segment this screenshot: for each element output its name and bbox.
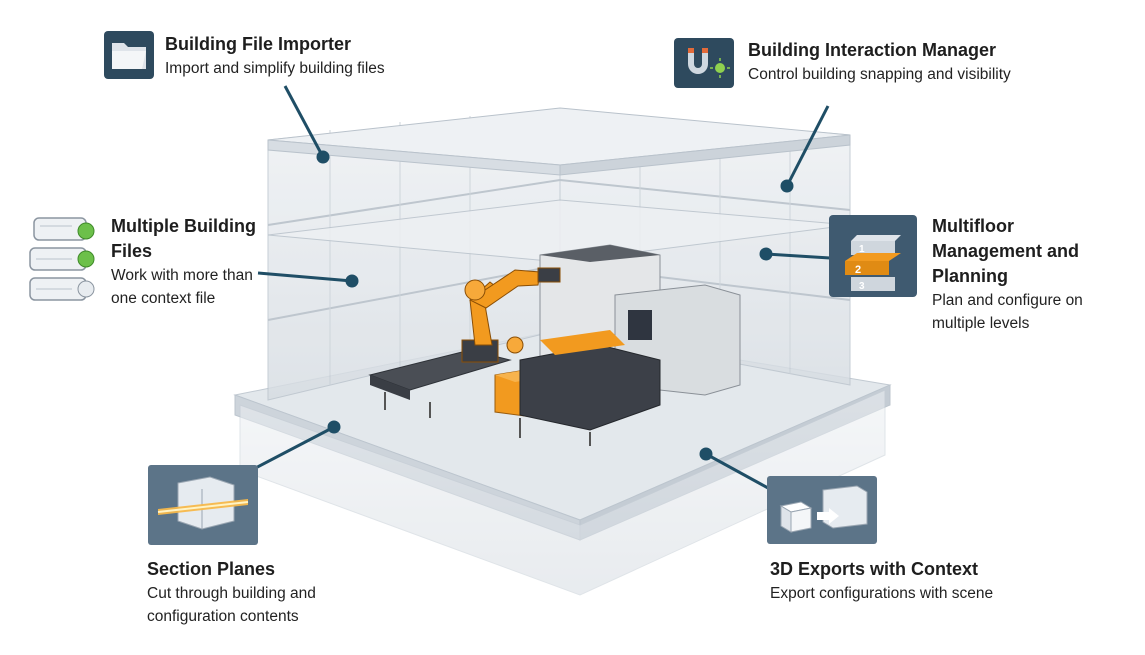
feature-description: Work with more than one context file <box>111 267 253 307</box>
export-3d-icon <box>767 476 877 544</box>
section-plane-icon <box>148 465 258 545</box>
feature-title: Building File Importer <box>165 34 352 54</box>
feature-building-file-importer: Building File Importer Import and simpli… <box>165 32 385 80</box>
feature-3d-exports: 3D Exports with Context Export configura… <box>770 557 1070 605</box>
feature-multiple-building-files: Multiple Building Files Work with more t… <box>111 214 261 310</box>
roof-slab <box>267 107 851 176</box>
feature-title: 3D Exports with Context <box>770 559 979 579</box>
feature-description: Control building snapping and visibility <box>748 66 1011 83</box>
feature-description: Export configurations with scene <box>770 585 994 602</box>
production-machinery <box>368 244 741 446</box>
feature-description: Plan and configure on multiple levels <box>932 292 1083 332</box>
floor-levels-icon: 1 2 3 <box>829 215 917 297</box>
floor-number: 1 <box>859 244 865 255</box>
folder-icon <box>104 31 154 79</box>
feature-description: Cut through building and configuration c… <box>147 585 316 625</box>
feature-description: Import and simplify building files <box>165 60 385 77</box>
floor-number: 3 <box>859 281 865 292</box>
feature-title: Section Planes <box>147 559 276 579</box>
feature-building-interaction-manager: Building Interaction Manager Control bui… <box>748 38 1011 86</box>
feature-title: Multiple Building Files <box>111 216 256 261</box>
magnet-icon <box>674 38 734 88</box>
feature-multifloor-management: Multifloor Management and Planning Plan … <box>932 214 1122 335</box>
feature-section-planes: Section Planes Cut through building and … <box>147 557 377 628</box>
stacked-files-icon <box>28 214 98 306</box>
floor-number: 2 <box>855 264 861 276</box>
feature-title: Building Interaction Manager <box>748 40 997 60</box>
feature-title: Multifloor Management and Planning <box>932 216 1080 286</box>
callout-lines <box>247 85 831 490</box>
